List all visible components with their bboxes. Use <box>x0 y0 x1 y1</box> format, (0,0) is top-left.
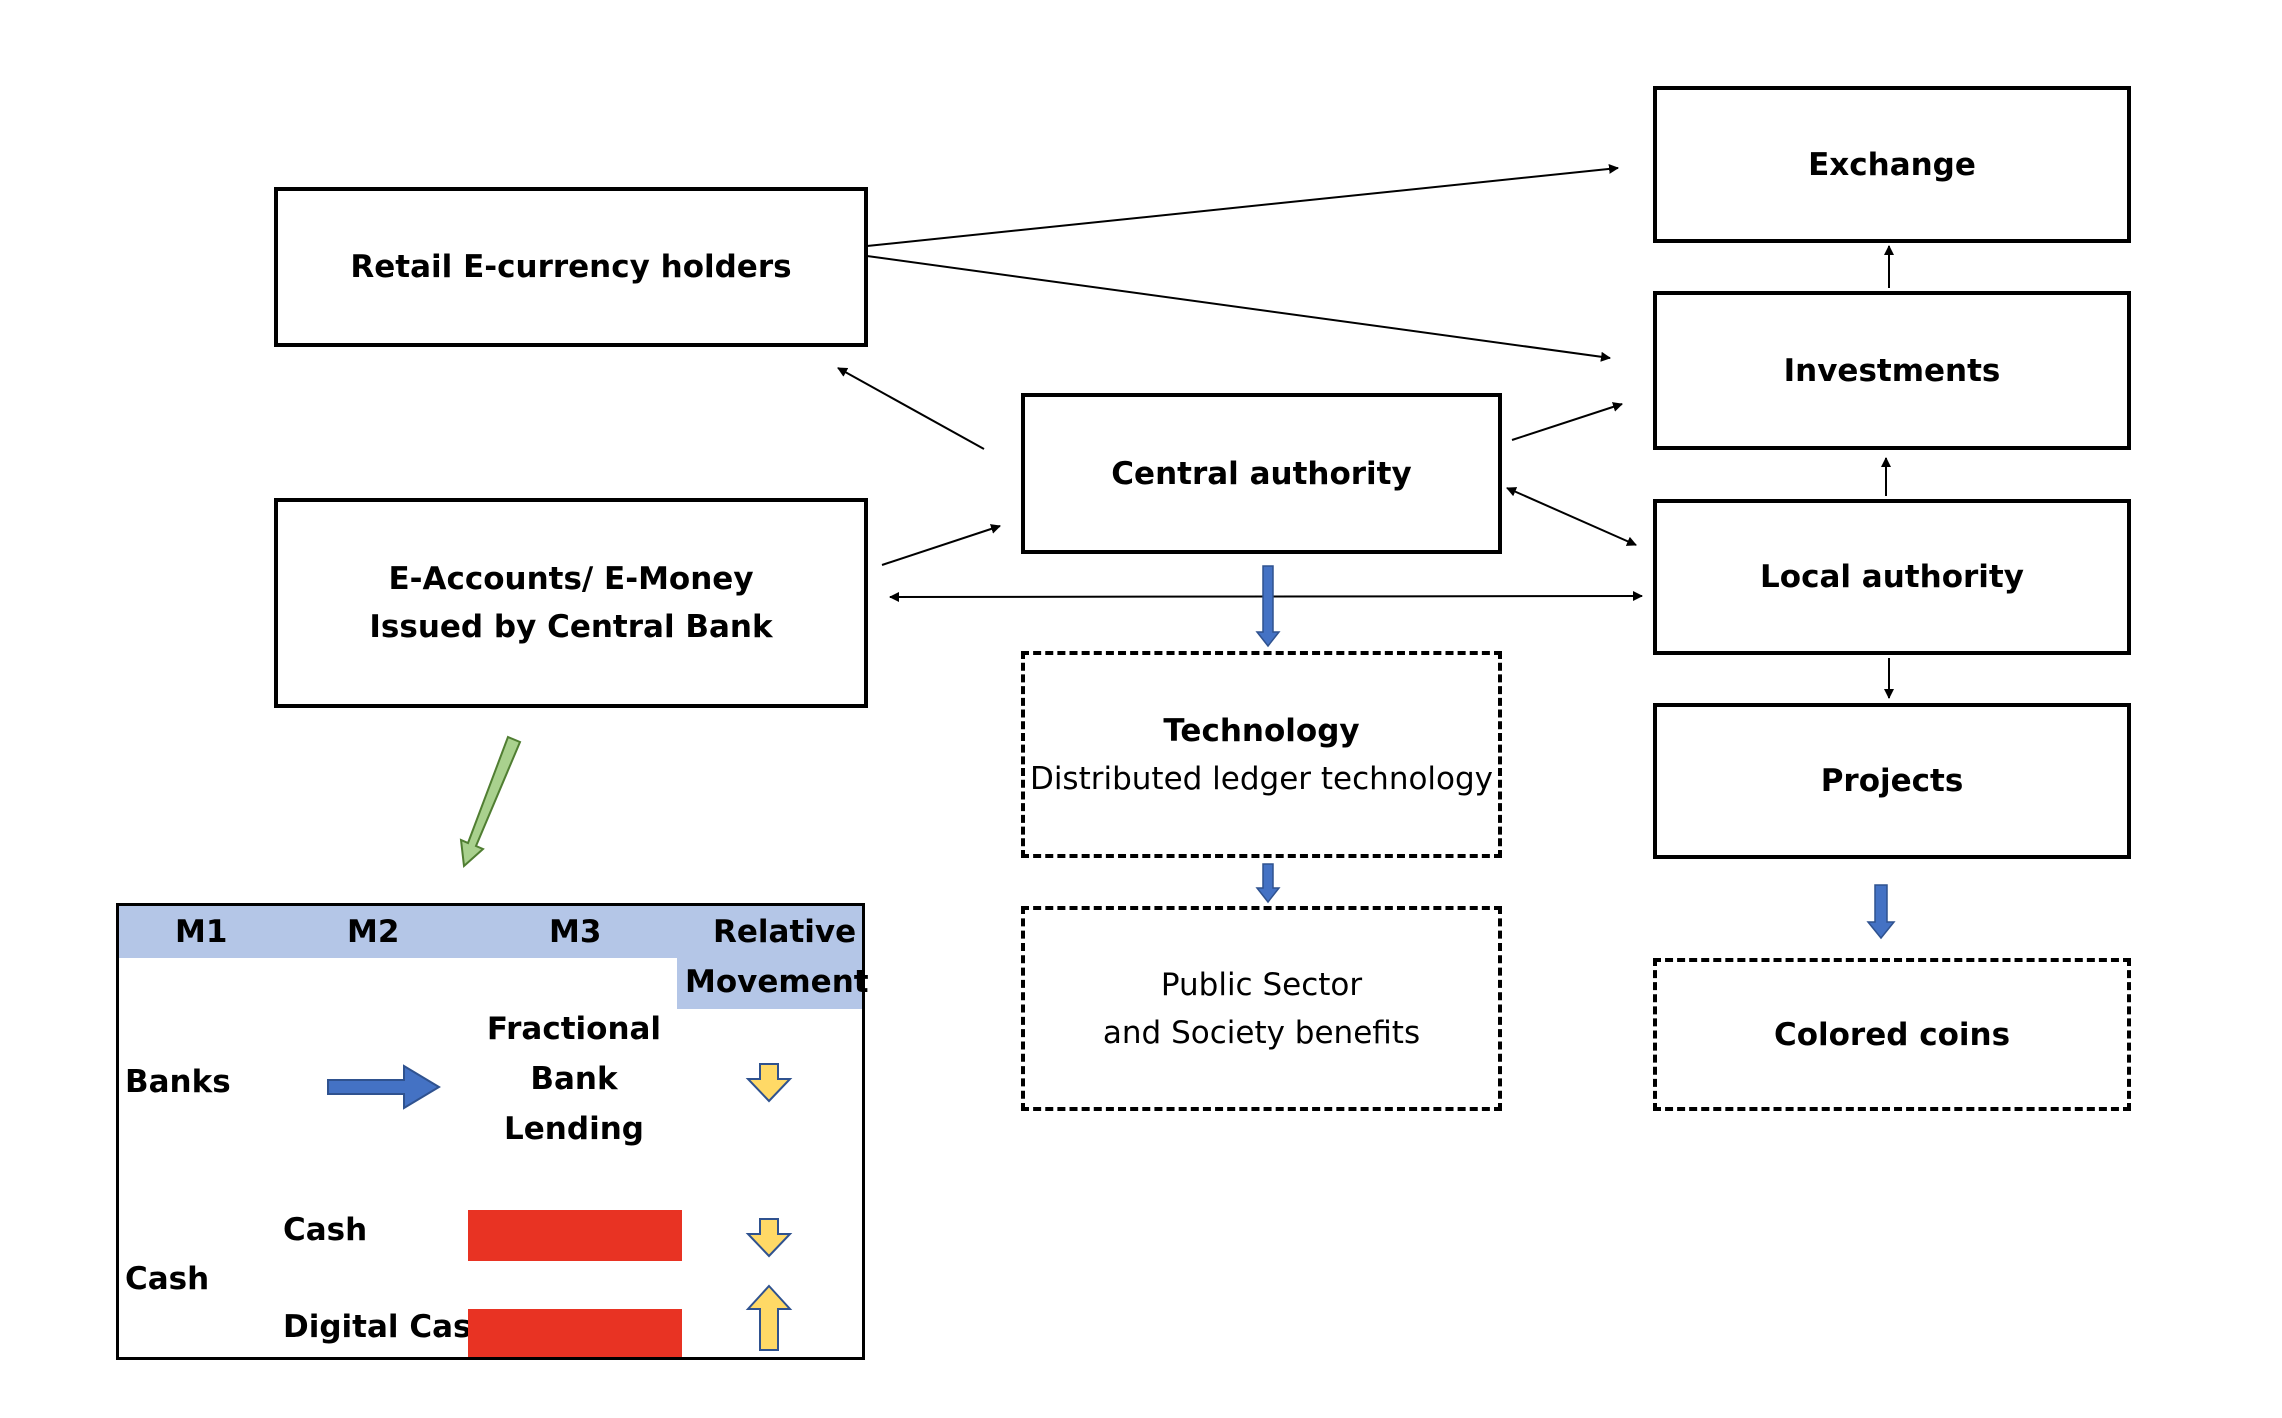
local-authority-box: Local authority <box>1653 499 2131 655</box>
projects-label: Projects <box>1820 763 1964 799</box>
fractional-line1: Fractional <box>486 1011 662 1047</box>
arrow-retail-to-investments <box>866 255 1611 362</box>
arrow-central-to-investments <box>1511 402 1623 441</box>
public-sector-box: Public Sector and Society benefits <box>1021 906 1502 1111</box>
arrow-eaccounts-to-central <box>881 524 1001 566</box>
central-authority-box: Central authority <box>1021 393 1502 554</box>
yellow-down-arrow-banks <box>745 1063 793 1103</box>
row-label-banks: Banks <box>125 1064 231 1100</box>
e-accounts-line2: Issued by Central Bank <box>369 609 773 645</box>
blue-right-arrow <box>327 1064 441 1110</box>
table-header-band-relative <box>677 958 862 1009</box>
technology-title: Technology <box>1163 712 1360 749</box>
blue-arrow-projects-to-colored <box>1866 884 1896 940</box>
table-header-band <box>119 906 862 958</box>
header-movement: Movement <box>685 964 869 1000</box>
blue-arrow-technology-to-public <box>1255 863 1281 904</box>
header-relative: Relative <box>713 914 857 950</box>
retail-e-currency-holders-box: Retail E-currency holders <box>274 187 868 347</box>
yellow-down-arrow-cash <box>745 1218 793 1258</box>
exchange-box: Exchange <box>1653 86 2131 243</box>
yellow-up-arrow-digital-cash <box>745 1284 793 1351</box>
e-accounts-line1: E-Accounts/ E-Money <box>388 561 754 597</box>
retail-label: Retail E-currency holders <box>350 249 792 285</box>
header-m2: M2 <box>347 914 400 950</box>
technology-subtitle: Distributed ledger technology <box>1029 760 1494 797</box>
investments-box: Investments <box>1653 291 2131 450</box>
public-line2: and Society benefits <box>1102 1014 1421 1051</box>
table-arrows <box>327 1063 793 1351</box>
header-m1: M1 <box>175 914 228 950</box>
fractional-line2: Bank <box>530 1061 618 1097</box>
money-aggregates-table: M1 M2 M3 Relative Movement Banks Fractio… <box>116 903 869 1360</box>
central-label: Central authority <box>1111 455 1412 492</box>
arrow-central-to-retail <box>837 367 985 450</box>
blue-arrow-central-to-technology <box>1255 565 1281 648</box>
exchange-label: Exchange <box>1808 146 1976 183</box>
colored-coins-box: Colored coins <box>1653 958 2131 1111</box>
public-line1: Public Sector <box>1160 966 1363 1003</box>
investments-label: Investments <box>1783 352 2001 389</box>
cash-bar <box>468 1210 682 1261</box>
green-arrow-eaccounts-to-table <box>459 735 522 869</box>
e-accounts-box: E-Accounts/ E-Money Issued by Central Ba… <box>274 498 868 708</box>
header-m3: M3 <box>549 914 602 950</box>
row-label-cash: Cash <box>125 1261 210 1297</box>
cash-subrow-label: Cash <box>283 1212 368 1248</box>
projects-box: Projects <box>1653 703 2131 859</box>
digital-cash-label: Digital Cash <box>283 1309 494 1345</box>
arrow-retail-to-exchange <box>866 163 1619 247</box>
arrow-central-local <box>1506 487 1637 546</box>
local-label: Local authority <box>1760 559 2024 595</box>
fractional-bank-lending: Fractional Bank Lending <box>474 1004 674 1154</box>
fractional-line3: Lending <box>504 1111 644 1147</box>
technology-box: Technology Distributed ledger technology <box>1021 651 1502 858</box>
colored-label: Colored coins <box>1773 1016 2011 1053</box>
digital-cash-bar <box>468 1309 682 1357</box>
